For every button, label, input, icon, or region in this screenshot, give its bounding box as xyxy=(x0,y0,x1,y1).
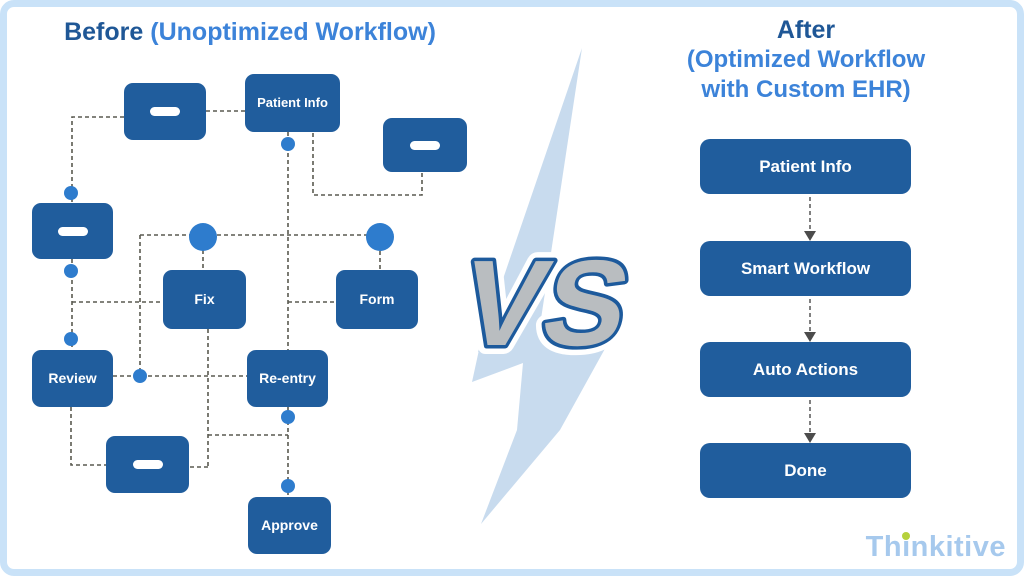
vs-text: VS xyxy=(450,235,642,371)
blank-label-pill xyxy=(150,107,180,116)
after-title: After (Optimized Workflow with Custom EH… xyxy=(640,15,972,105)
large-junction-circle xyxy=(189,223,217,251)
flow-node-blank xyxy=(383,118,467,172)
flow-node-blank xyxy=(124,83,206,140)
logo-text-before-i: Th xyxy=(865,531,903,563)
logo-text-after-i: nkitive xyxy=(910,531,1006,563)
large-junction-circle xyxy=(366,223,394,251)
flow-node-blank xyxy=(32,203,113,259)
blank-label-pill xyxy=(132,460,163,469)
flow-node-fix: Fix xyxy=(163,270,246,329)
step-auto-actions: Auto Actions xyxy=(700,342,911,397)
bolt-tail xyxy=(472,336,612,524)
step-smart-workflow: Smart Workflow xyxy=(700,241,911,296)
before-title-subtitle: (Unoptimized Workflow) xyxy=(150,18,436,46)
junction-dots xyxy=(64,137,394,493)
after-title-bold: After xyxy=(776,16,836,44)
step-patient-info: Patient Info xyxy=(700,139,911,194)
before-title: Before(Unoptimized Workflow) xyxy=(30,18,470,47)
vs-badge: VS VS xyxy=(441,226,651,380)
blank-label-pill xyxy=(57,226,88,236)
step-done: Done xyxy=(700,443,911,498)
flow-node-reentry: Re-entry xyxy=(247,350,328,407)
before-title-bold: Before xyxy=(64,18,144,46)
vs-text-halo: VS xyxy=(450,235,642,371)
after-title-subtitle-line1: (Optimized Workflow xyxy=(686,46,926,73)
flow-node-review: Review xyxy=(32,350,113,407)
flow-node-approve: Approve xyxy=(248,497,331,554)
right-flow-arrows xyxy=(804,197,816,443)
bolt-needle xyxy=(478,48,582,352)
blank-label-pill xyxy=(410,140,440,150)
flow-node-blank xyxy=(106,436,189,493)
flow-node-form: Form xyxy=(336,270,418,329)
logo-i-letter: ı xyxy=(902,531,911,563)
logo-green-dot-icon xyxy=(902,532,911,540)
after-title-subtitle-line2: with Custom EHR) xyxy=(701,76,911,103)
flow-node-patient-info: Patient Info xyxy=(245,74,340,132)
